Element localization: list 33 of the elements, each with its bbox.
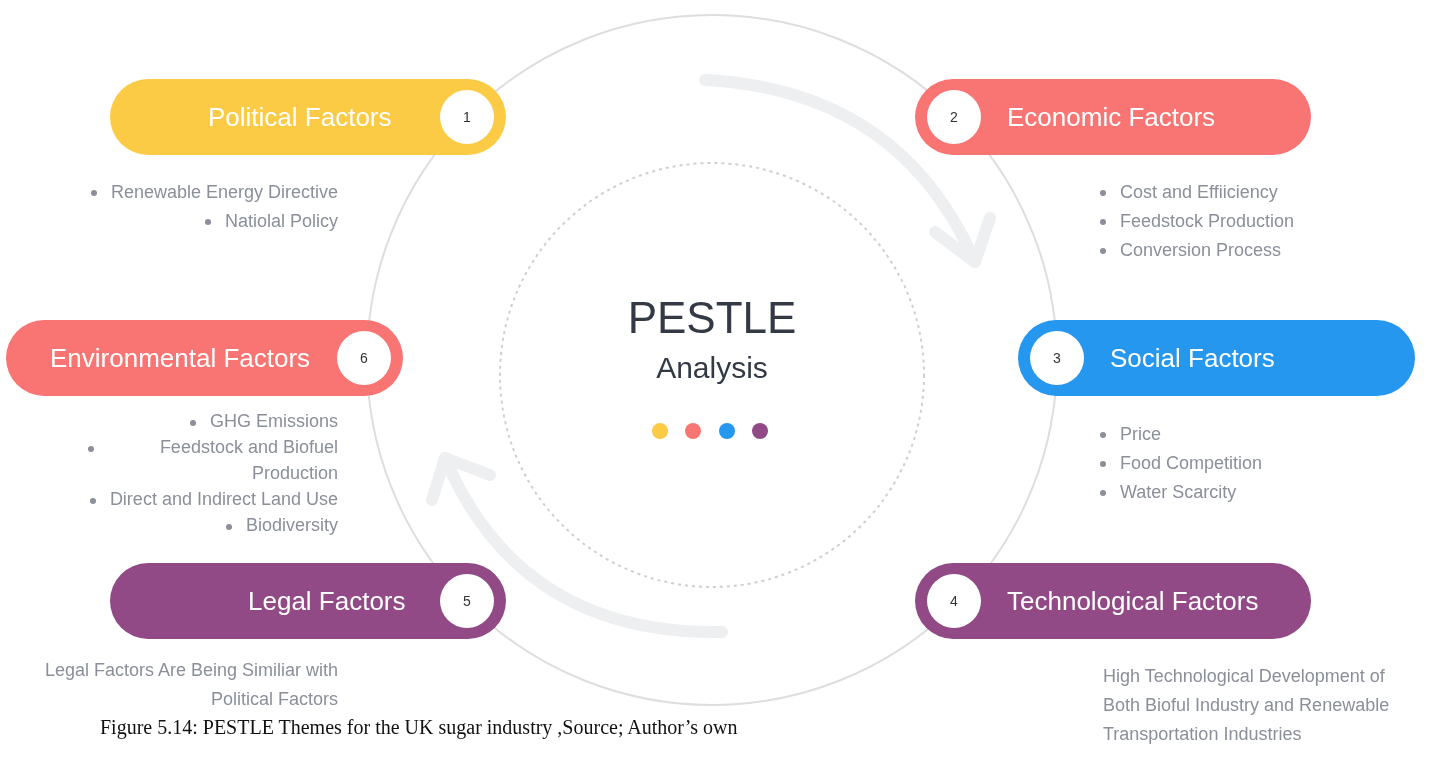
factor-title: Legal Factors xyxy=(248,585,406,618)
bullet-text: Feedstock Production xyxy=(1120,210,1295,233)
factor-pill xyxy=(110,79,506,155)
bullet-text: Natiolal Policy xyxy=(224,210,338,233)
bullet-text: Feedstock and Biofuel Production xyxy=(158,436,338,485)
factor-title: Environmental Factors xyxy=(50,342,311,375)
note-text: Legal Factors Are Being Similiar with Political Factors xyxy=(43,659,338,711)
number-badge: 3 xyxy=(1030,331,1084,385)
bullet-text: Conversion Process xyxy=(1120,239,1282,262)
number-badge: 2 xyxy=(927,90,981,144)
number-badge: 5 xyxy=(440,574,494,628)
bullet-text: Water Scarcity xyxy=(1120,481,1237,504)
factor-title: Technological Factors xyxy=(1007,585,1259,618)
bullet-text: Price xyxy=(1120,423,1161,446)
number-badge: 1 xyxy=(440,90,494,144)
note-text: High Technological Development of Both Bioful Industry and Renewable Transportation Industries xyxy=(1103,665,1391,746)
bullet-text: GHG Emissions xyxy=(209,410,338,433)
number-badge: 4 xyxy=(927,574,981,628)
factor-pill xyxy=(915,79,1311,155)
bullet-text: Food Competition xyxy=(1120,452,1263,475)
factor-title: Social Factors xyxy=(1110,342,1275,375)
factor-title: Economic Factors xyxy=(1007,101,1216,134)
bullet-text: Biodiversity xyxy=(245,514,338,537)
center-title: PESTLE xyxy=(627,292,797,344)
factor-title: Political Factors xyxy=(208,101,392,134)
number-badge: 6 xyxy=(337,331,391,385)
figure-caption: Figure 5.14: PESTLE Themes for the UK sugar industry ,Source; Author’s own xyxy=(100,716,738,739)
bullet-text: Direct and Indirect Land Use xyxy=(109,488,338,511)
factor-pill xyxy=(110,563,506,639)
bullet-text: Renewable Energy Directive xyxy=(110,181,338,204)
center-subtitle: Analysis xyxy=(656,350,768,386)
bullet-text: Cost and Effiiciency xyxy=(1120,181,1278,204)
factor-pill xyxy=(915,563,1311,639)
